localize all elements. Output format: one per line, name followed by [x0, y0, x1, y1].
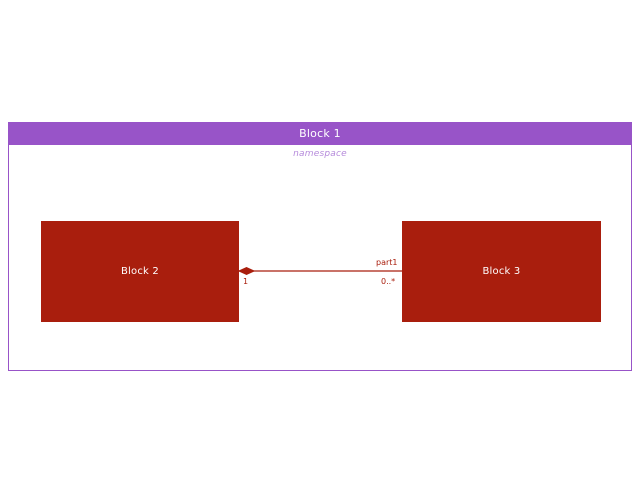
block-1-header[interactable]: Block 1: [8, 122, 632, 145]
connector-target-multiplicity: 0..*: [381, 277, 396, 286]
block-2[interactable]: Block 2: [41, 221, 239, 322]
block-1-title: Block 1: [299, 127, 341, 140]
block-1-namespace-stereotype: namespace: [293, 149, 347, 159]
block-2-label: Block 2: [121, 265, 159, 277]
block-3-label: Block 3: [482, 265, 521, 277]
block-3[interactable]: Block 3: [402, 221, 601, 322]
connector-role-label: part1: [376, 258, 398, 267]
connector-source-multiplicity: 1: [243, 277, 249, 286]
